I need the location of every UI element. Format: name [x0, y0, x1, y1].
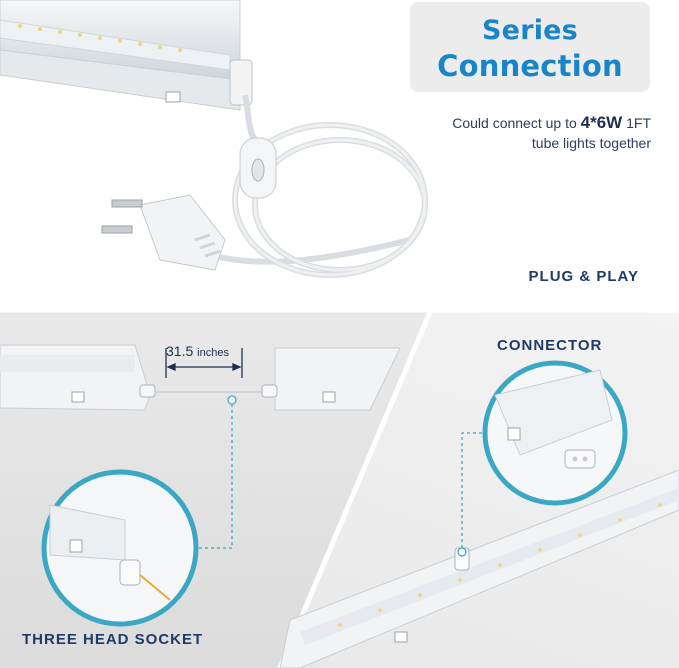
- connector-icon: [564, 449, 596, 469]
- plug-illustration: [0, 0, 428, 278]
- tube-light-diagonal: [279, 469, 679, 668]
- connector-zoom: [482, 360, 628, 506]
- description-line1: Could connect up to 4*6W 1FT: [452, 113, 651, 132]
- connector-label: CONNECTOR: [497, 337, 603, 354]
- tube-light-right: [261, 347, 401, 411]
- description-line2: tube lights together: [531, 135, 651, 151]
- top-section: Series Connection Could connect up to 4*…: [0, 0, 679, 310]
- title-series: Series: [482, 15, 578, 46]
- title-box: Series Connection: [410, 2, 650, 92]
- plug-play-label: PLUG & PLAY: [528, 268, 639, 285]
- plug-icon: [101, 194, 226, 271]
- distance-label: 31.5 inches: [166, 343, 229, 359]
- tube-switch-icon: [165, 91, 181, 103]
- tube-light-left: [0, 344, 156, 411]
- distance-arrow: [165, 348, 243, 378]
- right-tube-switch-icon: [322, 391, 336, 403]
- title-connection: Connection: [437, 49, 623, 83]
- tube-light-top: [0, 0, 253, 111]
- three-head-socket-zoom: [41, 469, 199, 627]
- inline-switch-icon: [239, 137, 277, 199]
- left-tube-switch-icon: [71, 391, 85, 403]
- three-head-socket-label: THREE HEAD SOCKET: [22, 631, 204, 648]
